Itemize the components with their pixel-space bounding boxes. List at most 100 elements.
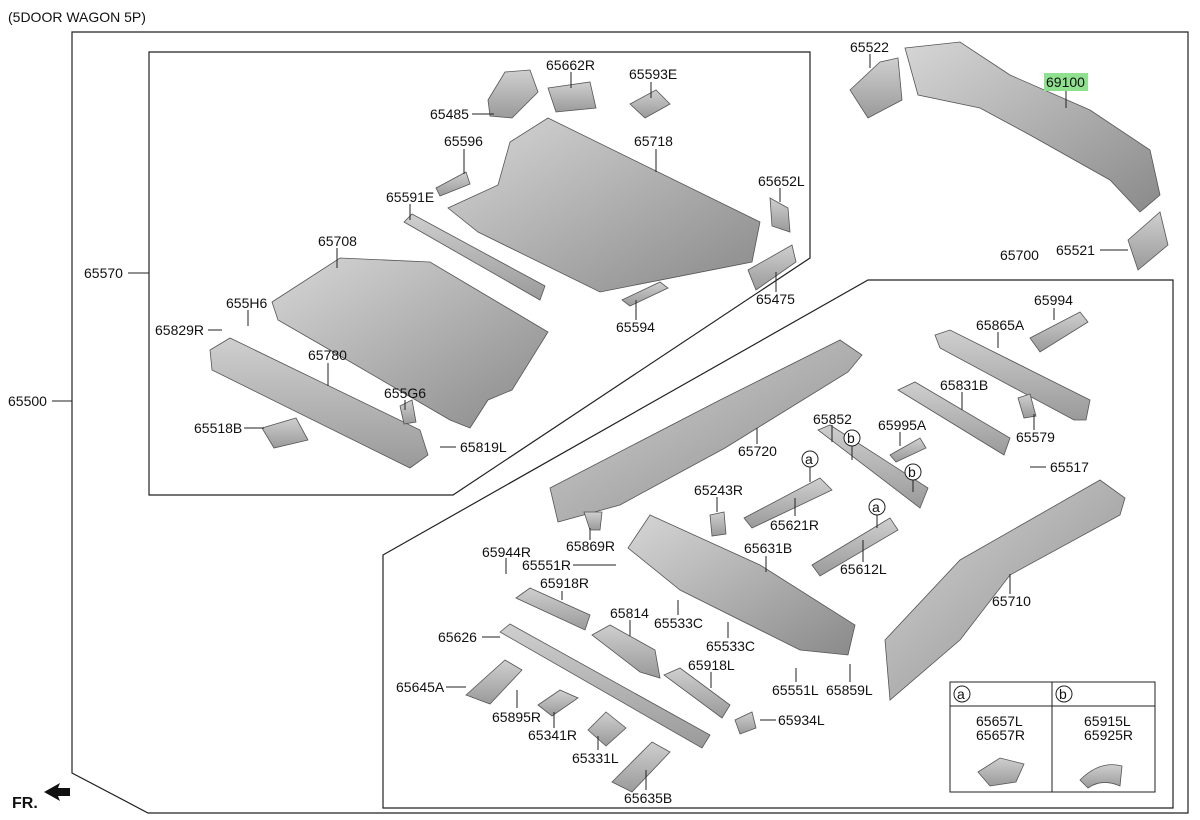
- part-65865A-shape: [934, 329, 1091, 421]
- part-65631B-shape: [627, 514, 856, 656]
- label-65521: 65521: [1056, 242, 1095, 258]
- label-65341R: 65341R: [528, 727, 577, 743]
- label-65819L: 65819L: [460, 439, 507, 455]
- legend-b-part-shape: [1079, 764, 1123, 789]
- label-65518B: 65518B: [194, 420, 242, 436]
- label-65662R: 65662R: [546, 57, 595, 73]
- legend-key-a: a: [957, 686, 965, 702]
- label-65533C-1: 65533C: [654, 615, 703, 631]
- part-65780-shape: [209, 337, 429, 469]
- label-65331L: 65331L: [572, 750, 619, 766]
- label-65645A: 65645A: [396, 679, 445, 695]
- part-65594-shape: [621, 281, 669, 307]
- frame-65700: [382, 279, 1174, 809]
- part-65243R-shape: [709, 511, 727, 537]
- part-65662R-shape: [547, 81, 597, 113]
- label-69100[interactable]: 69100: [1046, 74, 1085, 90]
- part-65331L-shape: [587, 711, 627, 747]
- label-65852: 65852: [813, 411, 852, 427]
- label-65475: 65475: [756, 291, 795, 307]
- legend-a-part-2: 65657R: [976, 727, 1025, 743]
- part-65518B-shape: [261, 417, 309, 449]
- label-65485: 65485: [430, 106, 469, 122]
- label-65596: 65596: [444, 133, 483, 149]
- label-65631B: 65631B: [744, 540, 792, 556]
- label-65243R: 65243R: [694, 482, 743, 498]
- part-65475-shape: [747, 244, 797, 291]
- part-65591E-shape: [403, 213, 546, 301]
- callout-a-1: a: [801, 450, 819, 468]
- part-65522-shape: [849, 57, 903, 119]
- part-65720-shape: [549, 339, 863, 523]
- part-65831B-shape: [897, 381, 1011, 456]
- legend-b-part-1: 65915L: [1084, 713, 1131, 729]
- highlight-69100: [1044, 73, 1088, 91]
- part-65918R-shape: [515, 587, 591, 631]
- svg-text:a: a: [872, 499, 880, 515]
- label-65522: 65522: [850, 39, 889, 55]
- label-65579: 65579: [1016, 429, 1055, 445]
- label-65708: 65708: [318, 233, 357, 249]
- label-65594: 65594: [616, 319, 655, 335]
- part-65593E-shape: [629, 89, 671, 119]
- label-65780: 65780: [308, 347, 347, 363]
- part-65995A-shape: [889, 437, 927, 463]
- part-65485-shape: [487, 69, 539, 119]
- svg-text:a: a: [805, 451, 813, 467]
- svg-text:b: b: [908, 464, 916, 480]
- label-65918R: 65918R: [540, 575, 589, 591]
- leader-lines: [208, 54, 1128, 790]
- part-65814-shape: [591, 624, 661, 679]
- part-65612L-shape: [811, 517, 899, 577]
- part-65645A-shape: [465, 659, 523, 705]
- part-655G6-shape: [399, 399, 417, 425]
- label-65551R: 65551R: [522, 557, 571, 573]
- label-65621R: 65621R: [770, 517, 819, 533]
- label-65995A: 65995A: [878, 417, 927, 433]
- svg-text:b: b: [847, 430, 855, 446]
- label-65865A: 65865A: [976, 317, 1025, 333]
- label-65591E: 65591E: [386, 189, 434, 205]
- label-65700: 65700: [1000, 247, 1039, 263]
- legend-a-part-1: 65657L: [976, 713, 1023, 729]
- label-65593E: 65593E: [629, 66, 677, 82]
- part-65521-shape: [1127, 211, 1169, 271]
- legend-table: a b 65657L 65657R 65915L 65925R: [949, 681, 1156, 793]
- part-65918L-shape: [663, 667, 731, 719]
- outer-frame: [71, 31, 1189, 814]
- label-65859L: 65859L: [826, 682, 873, 698]
- label-65895R: 65895R: [492, 709, 541, 725]
- part-65708-shape: [271, 257, 549, 429]
- part-65718-shape: [447, 117, 761, 293]
- label-65918L: 65918L: [688, 657, 735, 673]
- label-65718: 65718: [634, 133, 673, 149]
- label-65869R: 65869R: [566, 538, 615, 554]
- label-65612L: 65612L: [840, 561, 887, 577]
- callout-a-2: a: [868, 498, 886, 516]
- part-65869R-shape: [583, 511, 603, 531]
- label-65517: 65517: [1050, 459, 1089, 475]
- part-65710-shape: [884, 479, 1126, 701]
- part-65621R-shape: [743, 477, 833, 529]
- part-65852-shape: [817, 424, 929, 509]
- label-65570: 65570: [84, 265, 123, 281]
- part-65635B-shape: [611, 741, 671, 793]
- legend-b-part-2: 65925R: [1084, 727, 1133, 743]
- label-65829R: 65829R: [155, 322, 204, 338]
- part-65341R-shape: [537, 689, 579, 717]
- label-655H6: 655H6: [226, 295, 267, 311]
- part-65626-shape: [499, 623, 711, 749]
- callout-b-2: b: [904, 463, 922, 481]
- label-65720: 65720: [738, 443, 777, 459]
- label-655G6: 655G6: [384, 385, 426, 401]
- label-65944R: 65944R: [482, 544, 531, 560]
- label-65934L: 65934L: [778, 712, 825, 728]
- label-65533C-2: 65533C: [706, 638, 755, 654]
- callout-b-1: b: [843, 429, 861, 447]
- label-65500: 65500: [8, 393, 47, 409]
- frame-65570: [148, 51, 811, 496]
- part-65994-shape: [1029, 311, 1089, 353]
- part-65596-shape: [435, 171, 471, 197]
- label-65635B: 65635B: [624, 790, 672, 806]
